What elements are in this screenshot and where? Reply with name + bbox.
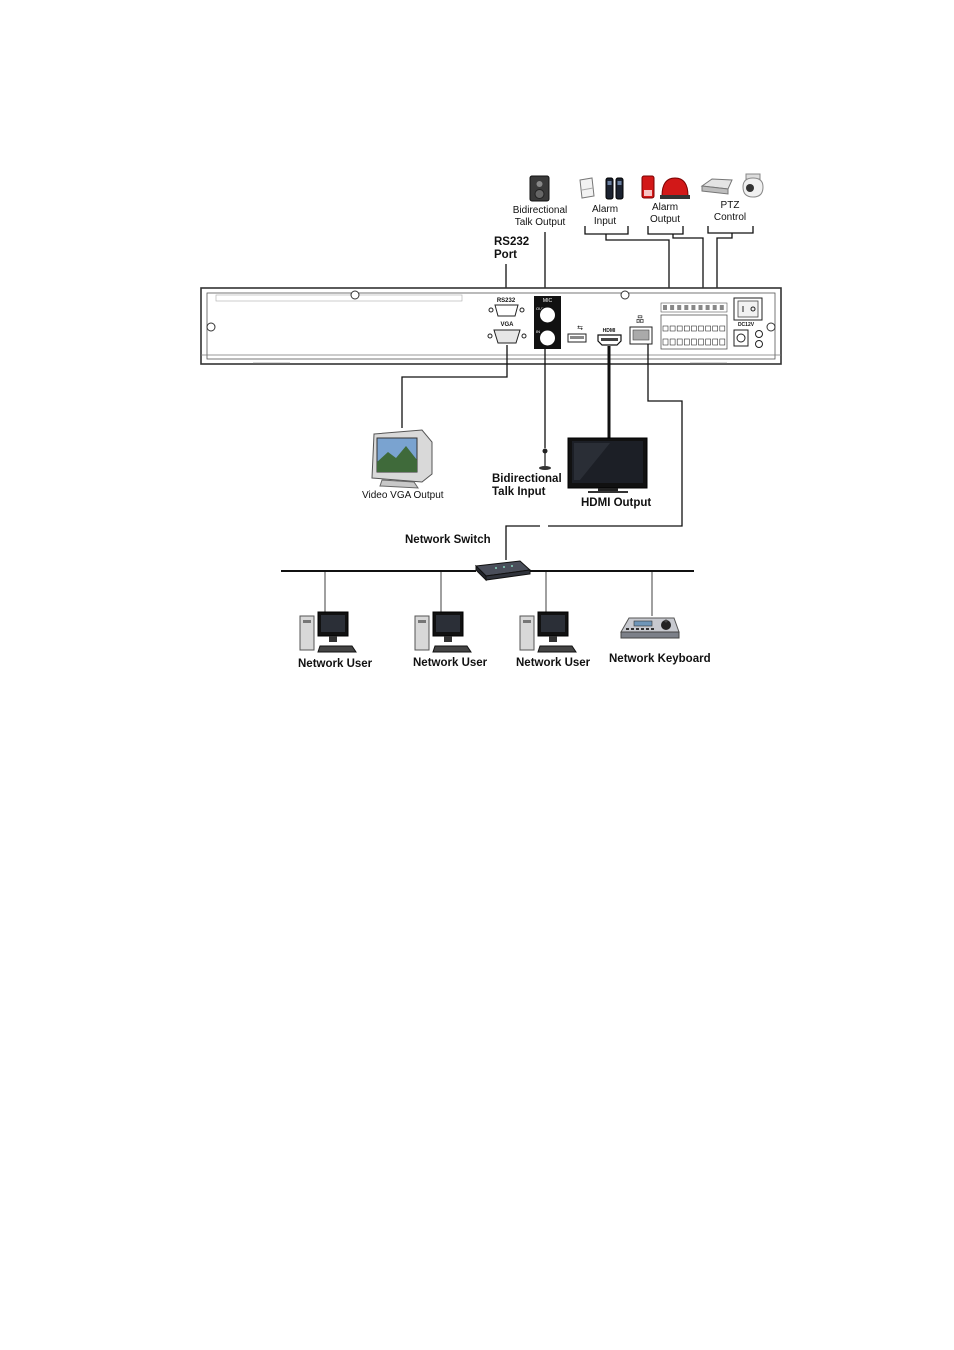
terminal-top-label	[698, 305, 703, 310]
label-alarm-output-line2: Output	[649, 213, 681, 225]
label-talk-output: Bidirectional Talk Output	[506, 205, 574, 228]
terminal-top-label	[691, 305, 696, 310]
power-section: DC12V	[733, 297, 763, 348]
alarm-sensor-icon	[579, 177, 595, 199]
terminal-screw	[712, 325, 719, 332]
panel-mic-text: MIC	[543, 298, 553, 304]
panel-hdmi-text: HDMI	[603, 328, 616, 334]
terminal-screw	[705, 325, 711, 332]
ptz-keyboard-icon	[620, 617, 680, 639]
label-alarm-output-line1: Alarm	[651, 202, 679, 213]
terminal-slot	[719, 338, 726, 346]
terminal-slot	[691, 338, 697, 346]
terminal-slot	[676, 338, 683, 346]
terminal-top-label	[712, 305, 717, 310]
terminal-top-label	[663, 305, 667, 310]
svg-text:⇆: ⇆	[577, 325, 583, 332]
camera-housing-icon	[700, 178, 733, 195]
terminal-top-label	[719, 305, 724, 310]
desktop-computer-icon	[299, 611, 357, 653]
terminal-screw	[669, 325, 676, 332]
terminal-screw	[719, 325, 726, 332]
label-rs232-port: RS232 Port	[494, 236, 529, 262]
alarm-ptz-terminal-block	[660, 302, 728, 350]
terminal-slot	[705, 338, 711, 346]
label-talk-output-line2: Talk Output	[514, 216, 566, 228]
network-switch-icon	[474, 560, 532, 582]
label-talk-input: Bidirectional Talk Input	[492, 473, 562, 499]
terminal-slot	[662, 338, 669, 346]
label-network-switch: Network Switch	[405, 534, 491, 546]
dome-camera-icon	[742, 173, 764, 198]
label-rs232-port-line2: Port	[494, 249, 517, 262]
label-rs232-port-line1: RS232	[494, 236, 530, 248]
bottom-leader-lines	[281, 344, 694, 616]
microphone-icon	[539, 448, 551, 470]
speaker-icon	[529, 175, 550, 202]
terminal-top-label	[705, 305, 710, 310]
label-hdmi-output: HDMI Output	[581, 497, 652, 509]
panel-vga-text: VGA	[500, 322, 514, 328]
label-talk-input-line2: Talk Input	[492, 486, 546, 499]
usb-port: ⇆	[567, 325, 587, 343]
hdmi-port: HDMI	[597, 328, 622, 346]
terminal-slot	[683, 338, 690, 346]
terminal-slot	[698, 338, 704, 346]
terminal-screw	[691, 325, 697, 332]
svg-text:品: 品	[636, 315, 644, 324]
label-ptz-control-line2: Control	[713, 211, 747, 223]
terminal-screw	[683, 325, 690, 332]
terminal-top-label	[677, 305, 682, 310]
panel-rs232-text: RS232	[497, 298, 516, 304]
label-ptz-control-line1: PTZ	[720, 200, 740, 211]
terminal-screw	[698, 325, 704, 332]
panel-out-text: OUT	[536, 306, 545, 311]
label-talk-output-line1: Bidirectional	[512, 205, 568, 216]
rs232-port: RS232	[488, 298, 525, 317]
label-talk-input-line1: Bidirectional	[492, 473, 562, 485]
label-ptz-control: PTZ Control	[708, 200, 752, 223]
terminal-slot	[669, 338, 676, 346]
lan-port: 品	[629, 315, 653, 345]
label-network-keyboard: Network Keyboard	[609, 653, 711, 665]
panel-power-text: DC12V	[738, 322, 755, 328]
desktop-computer-icon	[414, 611, 472, 653]
label-network-user-3: Network User	[516, 657, 591, 669]
label-alarm-output: Alarm Output	[644, 202, 686, 225]
desktop-computer-icon	[519, 611, 577, 653]
vga-port: VGA	[487, 322, 527, 344]
label-network-user-2: Network User	[413, 657, 488, 669]
siren-icon	[641, 175, 690, 199]
beam-sensor-icon	[605, 177, 624, 200]
mic-audio-block: MIC OUT IN	[534, 296, 561, 349]
terminal-top-label	[684, 305, 689, 310]
label-alarm-input-line1: Alarm	[591, 204, 619, 215]
label-alarm-input: Alarm Input	[584, 204, 626, 227]
terminal-screw	[662, 325, 669, 332]
terminal-screw	[676, 325, 683, 332]
crt-monitor-icon	[371, 429, 433, 489]
label-network-user-1: Network User	[298, 658, 373, 670]
hdmi-tv-icon	[567, 437, 648, 493]
label-alarm-input-line2: Input	[593, 215, 617, 227]
label-video-vga-output: Video VGA Output	[362, 490, 444, 501]
terminal-slot	[712, 338, 719, 346]
terminal-top-label	[670, 305, 675, 310]
panel-in-text: IN	[536, 329, 540, 334]
